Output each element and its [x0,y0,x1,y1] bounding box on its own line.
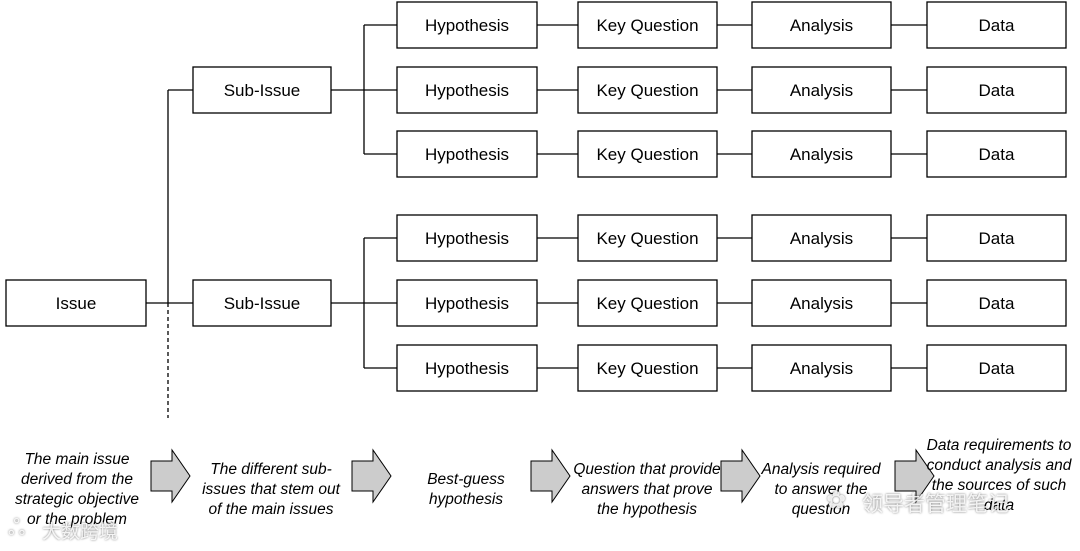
key-question-node-label: Key Question [596,16,698,35]
data-node: Data [926,66,1067,114]
data-node-box [926,66,1067,114]
key-question-node-label: Key Question [596,145,698,164]
flow-arrow-icon [720,448,761,504]
hypothesis-node-label: Hypothesis [425,81,509,100]
analysis-node: Analysis [751,279,892,327]
hypothesis-node: Hypothesis [396,130,538,178]
hypothesis-node-label: Hypothesis [425,359,509,378]
flow-arrow-icon [530,448,571,504]
hypothesis-node: Hypothesis [396,66,538,114]
hypothesis-node: Hypothesis [396,1,538,49]
caption-issue: The main issue derived from the strategi… [14,451,140,528]
analysis-node-box [751,1,892,49]
analysis-node-box [751,344,892,392]
sub-issue-node-label: Sub-Issue [224,294,301,313]
hypothesis-node-label: Hypothesis [425,16,509,35]
analysis-node-box [751,279,892,327]
analysis-node-label: Analysis [790,16,853,35]
flow-arrows [150,448,935,504]
key-question-node-box [577,130,718,178]
hypothesis-node: Hypothesis [396,214,538,262]
hypothesis-node-box [396,344,538,392]
data-node-label: Data [979,294,1015,313]
brand-watermark-icon: ஃ [8,515,26,540]
hypothesis-node: Hypothesis [396,344,538,392]
flow-arrow-icon [351,448,392,504]
sub-issue-node-box [192,66,332,114]
key-question-node-label: Key Question [596,229,698,248]
data-node-label: Data [979,145,1015,164]
key-question-node-box [577,1,718,49]
data-node: Data [926,1,1067,49]
data-node: Data [926,214,1067,262]
data-node-label: Data [979,229,1015,248]
analysis-node: Analysis [751,1,892,49]
hypothesis-node-box [396,130,538,178]
data-node: Data [926,130,1067,178]
caption-hypothesis: Best-guess hypothesis [427,471,505,508]
analysis-node-label: Analysis [790,294,853,313]
issue-node-box [5,279,147,327]
key-question-node-label: Key Question [596,294,698,313]
analysis-node: Analysis [751,66,892,114]
wechat-watermark-icon: ✿ [826,487,847,514]
hypothesis-node-box [396,66,538,114]
key-question-node-label: Key Question [596,359,698,378]
analysis-node: Analysis [751,214,892,262]
flow-arrow-icon [894,448,935,504]
flow-arrow-icon [150,448,191,504]
issue-node-label: Issue [56,294,97,313]
key-question-node: Key Question [577,1,718,49]
sub-issue-node: Sub-Issue [192,279,332,327]
analysis-node-label: Analysis [790,81,853,100]
hypothesis-node-box [396,214,538,262]
data-node-box [926,279,1067,327]
analysis-node-box [751,214,892,262]
analysis-node-label: Analysis [790,145,853,164]
key-question-node: Key Question [577,66,718,114]
analysis-node-box [751,66,892,114]
issue-node: Issue [5,279,147,327]
data-node-box [926,344,1067,392]
sub-issue-node-box [192,279,332,327]
data-node-label: Data [979,81,1015,100]
key-question-node: Key Question [577,214,718,262]
analysis-node-label: Analysis [790,359,853,378]
analysis-node: Analysis [751,130,892,178]
data-node: Data [926,279,1067,327]
hypothesis-node-box [396,1,538,49]
hypothesis-node-label: Hypothesis [425,229,509,248]
key-question-node-box [577,214,718,262]
data-node: Data [926,344,1067,392]
analysis-node-box [751,130,892,178]
connector-lines [146,24,927,418]
data-node-box [926,214,1067,262]
analysis-node-label: Analysis [790,229,853,248]
data-node-label: Data [979,359,1015,378]
analysis-node: Analysis [751,344,892,392]
hypothesis-node: Hypothesis [396,279,538,327]
key-question-node-box [577,279,718,327]
key-question-node-label: Key Question [596,81,698,100]
data-node-box [926,130,1067,178]
caption-sub-issue: The different sub-issues that stem out o… [202,461,340,518]
sub-issue-node-label: Sub-Issue [224,81,301,100]
hypothesis-node-box [396,279,538,327]
key-question-node-box [577,344,718,392]
key-question-node-box [577,66,718,114]
hypothesis-node-label: Hypothesis [425,294,509,313]
sub-issue-node: Sub-Issue [192,66,332,114]
data-node-label: Data [979,16,1015,35]
key-question-node: Key Question [577,344,718,392]
key-question-node: Key Question [577,279,718,327]
caption-analysis: Analysis required to answer the question [761,461,881,518]
data-node-box [926,1,1067,49]
caption-data: Data requirements to conduct analysis an… [926,437,1072,514]
hypothesis-node-label: Hypothesis [425,145,509,164]
key-question-node: Key Question [577,130,718,178]
caption-key-question: Question that provide answers that prove… [573,461,721,518]
